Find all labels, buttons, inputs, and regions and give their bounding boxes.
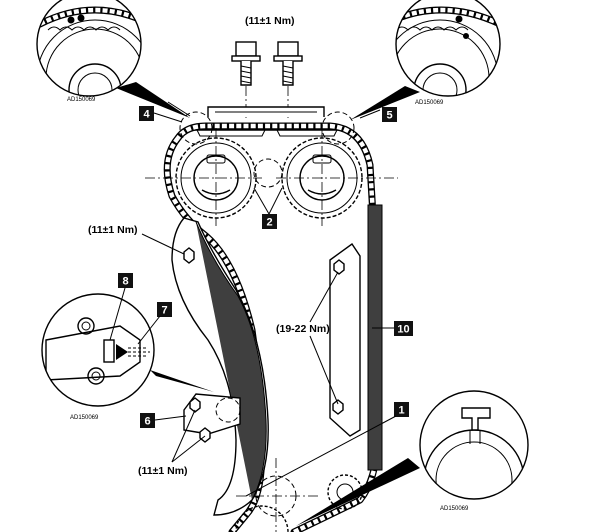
camshaft-bolt-right: [273, 41, 303, 86]
detail-code-top-right: AD150069: [415, 100, 444, 106]
tensioner-arm: [171, 217, 269, 516]
svg-text:8: 8: [122, 276, 128, 288]
detail-code-left: AD150069: [70, 415, 99, 421]
detail-tensioner: AD150069: [41, 293, 155, 421]
torque-label-tensioner-pivot: (11±1 Nm): [88, 224, 138, 236]
torque-label-guide-bolts: (19-22 Nm): [276, 323, 330, 335]
timing-mark-circle-right: [321, 111, 355, 145]
camshaft-bolt-left: [231, 41, 261, 86]
svg-text:7: 7: [161, 305, 167, 317]
leader-wedge-crankshaft: [296, 458, 420, 526]
callout-2: 2: [262, 214, 277, 229]
callout-7: 7: [157, 302, 172, 317]
fixed-chain-guide: [329, 204, 383, 471]
detail-code-top-left: AD150069: [67, 97, 96, 103]
svg-text:6: 6: [144, 416, 150, 428]
leader-wedge-left: [116, 82, 190, 118]
torque-label-camshaft-bolts: (11±1 Nm): [245, 15, 295, 27]
callout-10: 10: [394, 321, 413, 336]
callout-8: 8: [118, 273, 133, 288]
callout-4: 4: [139, 106, 154, 121]
tensioner-pivot-bolt: [183, 247, 195, 264]
detail-crankshaft: AD150069: [419, 390, 529, 512]
timing-mark-circle-center: [253, 158, 283, 188]
torque-label-tensioner-bolts: (11±1 Nm): [138, 465, 188, 477]
chain-tensioner: [183, 393, 241, 443]
camshaft-sprocket-right: [276, 128, 398, 226]
detail-top-right: AD150069: [395, 0, 501, 106]
callout-6: 6: [140, 413, 155, 428]
upper-chain-guide: [190, 106, 346, 137]
svg-text:2: 2: [266, 217, 272, 229]
callout-1: 1: [394, 402, 409, 417]
svg-text:5: 5: [386, 110, 392, 122]
timing-mark-circle-left: [179, 111, 213, 145]
callout-5: 5: [382, 107, 397, 122]
leader-wedge-tensioner: [150, 370, 214, 392]
leader-wedge-right: [350, 86, 420, 120]
svg-text:4: 4: [143, 109, 150, 121]
detail-code-bottom-right: AD150069: [440, 506, 469, 512]
svg-text:10: 10: [397, 324, 409, 336]
detail-top-left: AD150069: [36, 0, 142, 103]
camshaft-sprocket-left: [145, 128, 262, 226]
svg-text:1: 1: [398, 405, 404, 417]
